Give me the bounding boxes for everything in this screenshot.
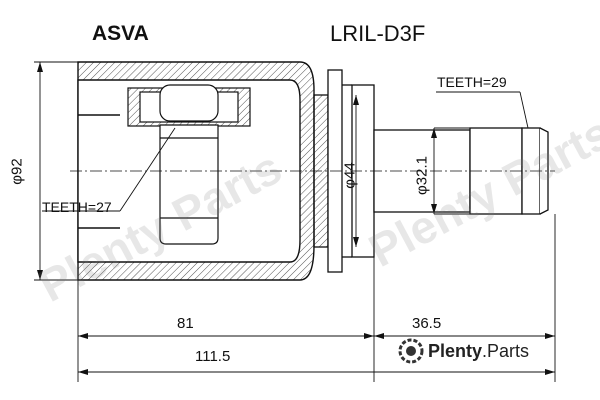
- spider-assembly: [127, 84, 251, 245]
- dim-81: 81: [177, 315, 194, 332]
- dim-phi44: φ44: [341, 162, 359, 189]
- teeth-inner-label: TEETH=27: [42, 199, 112, 215]
- arrowheads: [37, 62, 555, 375]
- dim-111-5: 111.5: [195, 348, 231, 365]
- teeth-outer-label: TEETH=29: [437, 74, 507, 90]
- brand-label: ASVA: [92, 22, 149, 45]
- plenty-parts-logo: Plenty.Parts: [398, 338, 529, 364]
- part-number: LRIL-D3F: [330, 21, 426, 46]
- dimension-lines: [34, 61, 556, 382]
- dim-phi32: φ32.1: [413, 156, 431, 195]
- gear-logo-icon: [398, 338, 424, 364]
- dim-36-5: 36.5: [412, 315, 442, 332]
- logo-text: Plenty.Parts: [428, 340, 530, 361]
- dim-phi92: φ92: [8, 158, 26, 185]
